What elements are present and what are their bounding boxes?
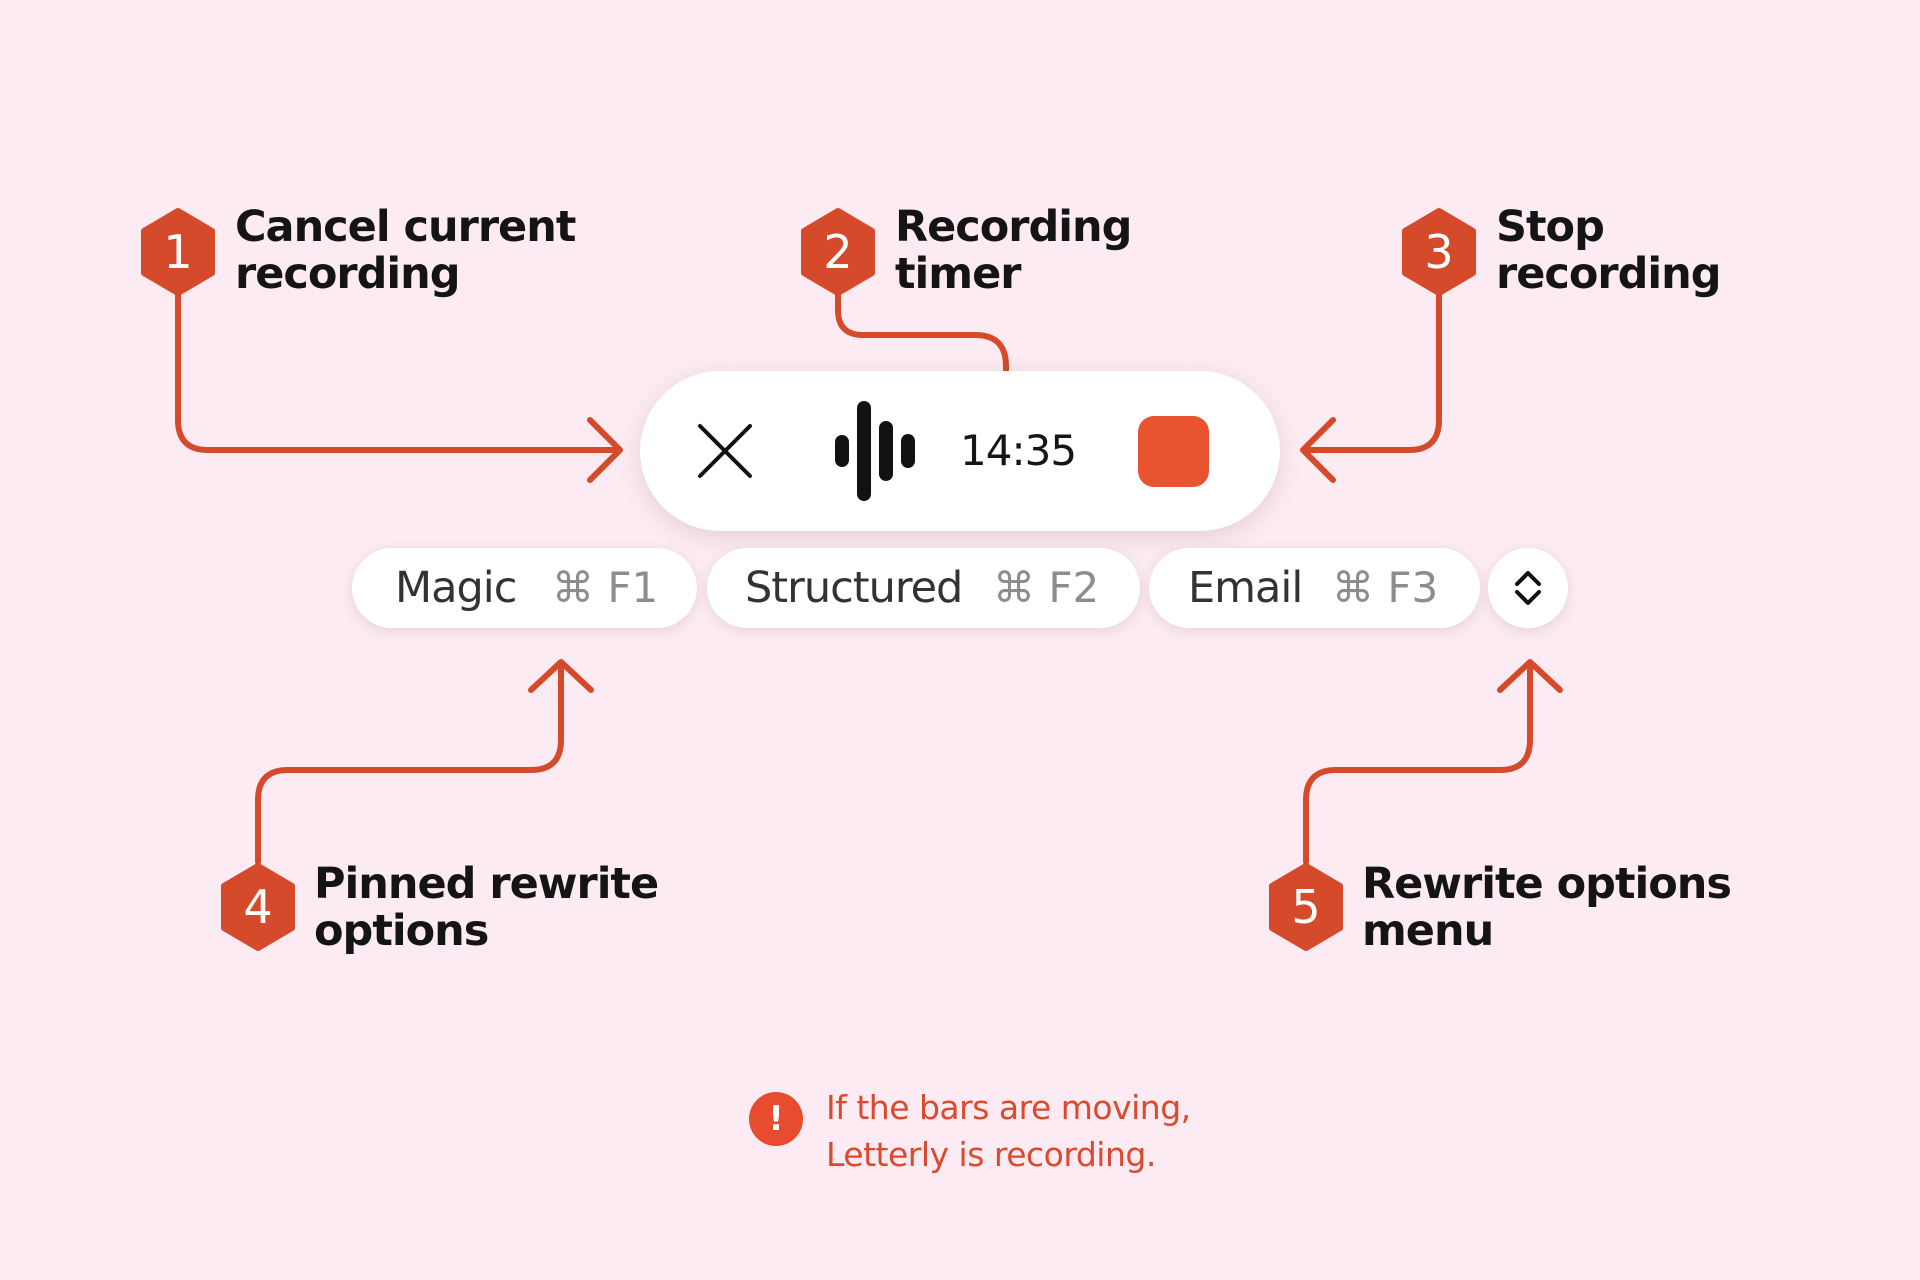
close-icon [698,424,752,478]
rewrite-option-label: Magic [395,563,517,613]
rewrite-option-label: Email [1188,563,1303,613]
callout-4-label: Pinned rewrite options [314,859,659,956]
callout-1-number: 1 [163,225,193,279]
keyboard-shortcut: ⌘ F2 [993,563,1100,612]
callout-3-label-line1: Stop [1496,202,1605,252]
callout-3-label: Stop recording [1496,202,1722,299]
waveform-bar [835,435,849,467]
rewrite-option-structured[interactable]: Structured ⌘ F2 [707,548,1140,628]
recording-hint-line2: Letterly is recording. [826,1135,1156,1174]
alert-icon: ! [749,1092,803,1146]
recording-hint-line1: If the bars are moving, [826,1088,1191,1127]
callout-3-arrowhead [1300,417,1336,483]
callout-2-label-line1: Recording [895,202,1132,252]
callout-2-number: 2 [823,225,853,279]
callout-5-connector [1303,661,1533,865]
callout-1-connector [175,287,621,453]
callout-5-number: 5 [1291,880,1321,934]
callout-1-label-line2: recording [235,249,461,299]
stop-recording-button[interactable] [1138,416,1209,487]
callout-4-arrowhead [528,659,594,693]
waveform-bar [879,421,893,481]
callout-4-number: 4 [243,880,273,934]
callout-5-badge: 5 [1266,862,1346,952]
callout-4-badge: 4 [218,862,298,952]
callout-2-label-line2: timer [895,249,1021,299]
callout-5-label-line2: menu [1362,906,1494,956]
hexagon-badge-icon [221,863,295,951]
waveform-bar [901,434,915,468]
callout-1-label: Cancel current recording [235,202,576,299]
hexagon-badge-icon [1269,863,1343,951]
callout-3-connector [1302,287,1442,453]
chevron-up-down-icon [1515,571,1541,605]
waveform-bar [857,401,871,501]
rewrite-option-label: Structured [745,563,963,613]
rewrite-option-magic[interactable]: Magic ⌘ F1 [352,548,697,628]
callout-3-badge: 3 [1399,207,1479,297]
rewrite-option-email[interactable]: Email ⌘ F3 [1149,548,1480,628]
recording-bar: 14:35 [640,371,1280,531]
rewrite-options-menu-button[interactable] [1488,548,1568,628]
audio-waveform-icon [832,401,932,501]
callout-1-arrowhead [587,417,623,483]
hexagon-badge-icon [141,208,215,296]
keyboard-shortcut: ⌘ F1 [552,563,659,612]
callout-5-arrowhead [1497,659,1563,693]
keyboard-shortcut: ⌘ F3 [1332,563,1439,612]
callout-2-badge: 2 [798,207,878,297]
recording-hint: If the bars are moving, Letterly is reco… [826,1084,1191,1178]
callout-4-connector [255,661,564,865]
callout-4-label-line1: Pinned rewrite [314,859,659,909]
callout-4-label-line2: options [314,906,489,956]
hexagon-badge-icon [1402,208,1476,296]
callout-5-label-line1: Rewrite options [1362,859,1732,909]
callout-1-label-line1: Cancel current [235,202,576,252]
hexagon-badge-icon [801,208,875,296]
callout-3-number: 3 [1424,225,1454,279]
callout-5-label: Rewrite options menu [1362,859,1732,956]
callout-1-badge: 1 [138,207,218,297]
callout-3-label-line2: recording [1496,249,1722,299]
cancel-recording-button[interactable] [685,411,765,491]
callout-2-label: Recording timer [895,202,1132,299]
recording-timer: 14:35 [960,426,1077,475]
